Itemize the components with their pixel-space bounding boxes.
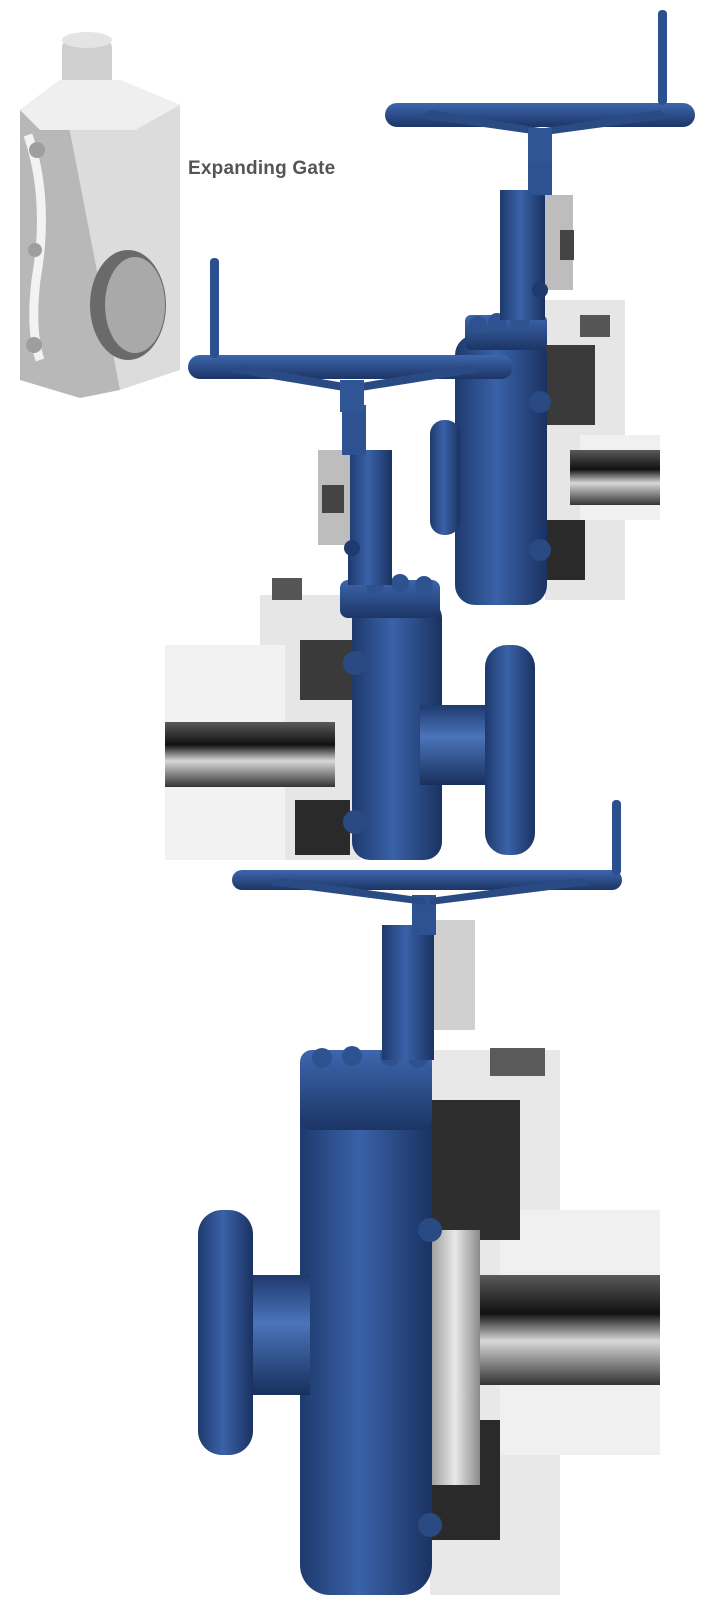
expanding-gate-caption: Expanding Gate [188, 158, 336, 179]
gate-valve-medium [165, 258, 535, 860]
gate-valve-large [198, 800, 660, 1595]
gate-valve-small [385, 10, 695, 605]
expanding-gate-image [20, 32, 180, 398]
